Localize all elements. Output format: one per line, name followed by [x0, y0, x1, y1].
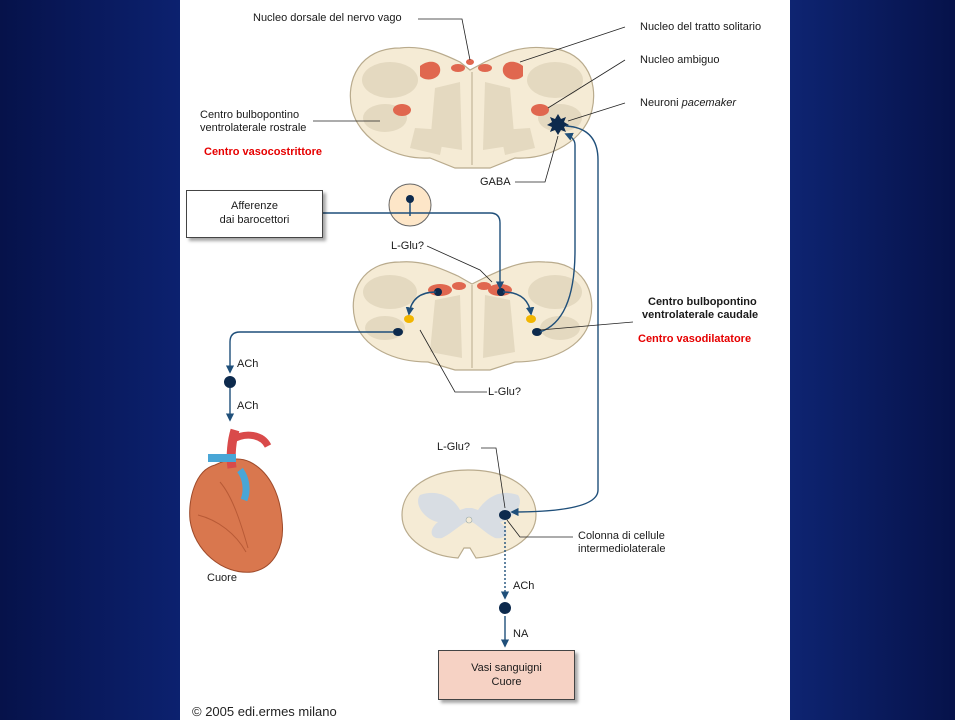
label-lglu-3: L-Glu?	[437, 441, 470, 454]
label-nucleo-dorsale: Nucleo dorsale del nervo vago	[253, 12, 402, 25]
label-colonna-2: intermediolaterale	[578, 543, 665, 556]
ganglion-neuron-heart	[224, 376, 236, 388]
label-gaba: GABA	[480, 176, 511, 189]
label-neuroni-prefix: Neuroni	[640, 97, 682, 109]
label-colonna-1: Colonna di cellule	[578, 530, 665, 543]
spinal-cord-section	[402, 470, 536, 558]
vasi-line-1: Vasi sanguigni	[439, 661, 574, 675]
copyright: © 2005 edi.ermes milano	[192, 704, 337, 719]
label-ach-1: ACh	[237, 358, 258, 371]
label-centro-rostrale-2: ventrolaterale rostrale	[200, 122, 306, 135]
afferenze-line-2: dai barocettori	[187, 213, 322, 227]
label-ach-3: ACh	[513, 580, 534, 593]
brainstem-section-top	[350, 47, 593, 168]
label-centro-rostrale-1: Centro bulbopontino	[200, 109, 299, 122]
label-vasocostrittore: Centro vasocostrittore	[204, 146, 322, 159]
label-vasodilatatore: Centro vasodilatatore	[638, 333, 751, 346]
label-ach-2: ACh	[237, 400, 258, 413]
label-centro-caudale-1: Centro bulbopontino	[648, 296, 757, 309]
label-cuore: Cuore	[207, 572, 237, 585]
afferenze-box: Afferenze dai barocettori	[186, 190, 323, 238]
label-centro-caudale-2: ventrolaterale caudale	[642, 309, 758, 322]
heart-illustration	[190, 430, 283, 572]
label-nucleo-ambiguo: Nucleo ambiguo	[640, 54, 720, 67]
label-lglu-1: L-Glu?	[391, 240, 424, 253]
label-na: NA	[513, 628, 528, 641]
vasi-box: Vasi sanguigni Cuore	[438, 650, 575, 700]
label-nucleo-tratto: Nucleo del tratto solitario	[640, 21, 761, 34]
label-lglu-2: L-Glu?	[488, 386, 521, 399]
label-neuroni-italic: pacemaker	[682, 97, 736, 109]
afferenze-line-1: Afferenze	[187, 199, 322, 213]
ganglion-neuron-vessels	[499, 602, 511, 614]
afferent-circle	[389, 184, 431, 226]
pacemaker-neuron	[547, 114, 569, 135]
vasi-line-2: Cuore	[439, 675, 574, 689]
label-neuroni-pacemaker: Neuroni pacemaker	[640, 97, 736, 110]
brainstem-section-middle	[353, 262, 591, 370]
